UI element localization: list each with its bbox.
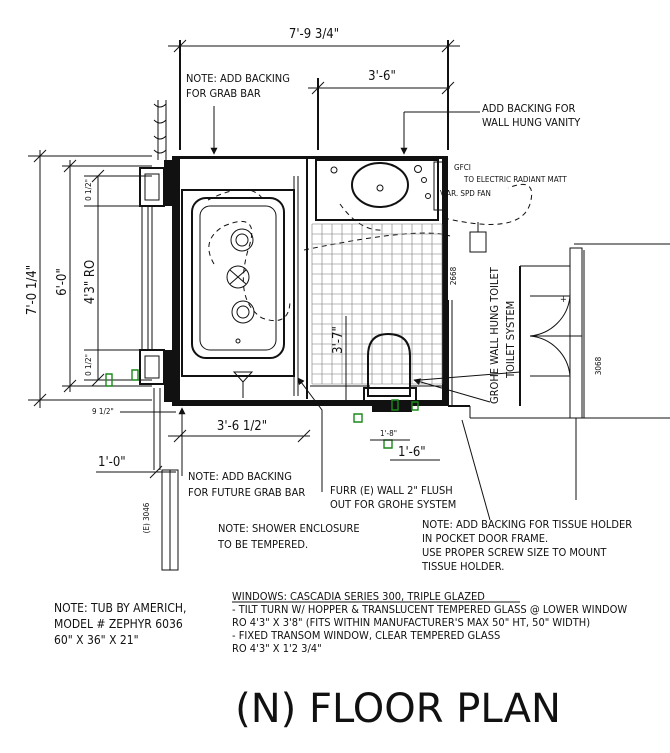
svg-text:FURR (E) WALL 2" FLUSH: FURR (E) WALL 2" FLUSH [330,484,453,497]
door-marker: + [560,295,567,305]
tile-floor [311,223,443,385]
offset-foot-label: 1'-0" [98,455,126,470]
svg-text:NOTE: SHOWER ENCLOSURE: NOTE: SHOWER ENCLOSURE [218,522,360,535]
svg-text:NOTE: ADD BACKING FOR TISSUE H: NOTE: ADD BACKING FOR TISSUE HOLDER [422,518,632,531]
tub-width-label: 3'-6 1/2" [217,419,267,434]
svg-text:ADD BACKING FOR: ADD BACKING FOR [482,102,576,115]
overall-width-label: 7'-9 3/4" [289,27,339,42]
existing-window-bottom: (E) 3046 [142,469,179,571]
leader-lines [178,106,521,492]
svg-text:NOTE: TUB BY AMERICH,: NOTE: TUB BY AMERICH, [54,601,186,615]
note-electrical: GFCI TO ELECTRIC RADIANT MATT V.AR. SPD … [440,163,567,198]
window-ro-label: 4'3" RO [83,260,98,305]
toilet [363,332,417,403]
sill-top-label: 0 1/2" [84,179,93,201]
window-height-label: 6'-0" [55,268,70,296]
svg-text:NOTE: ADD BACKING: NOTE: ADD BACKING [186,72,290,85]
sill-bottom-label: 0 1/2" [84,354,93,376]
note-tissue: NOTE: ADD BACKING FOR TISSUE HOLDER IN P… [421,518,632,573]
note-toilet: GROHE WALL HUNG TOILET TOILET SYSTEM [488,266,517,404]
svg-text:NOTE: ADD BACKING: NOTE: ADD BACKING [188,470,292,483]
note-furr: FURR (E) WALL 2" FLUSH OUT FOR GROHE SYS… [330,484,456,511]
existing-opening-label: (E) 3046 [142,502,151,533]
svg-text:FOR FUTURE GRAB BAR: FOR FUTURE GRAB BAR [188,486,305,499]
svg-text:RO 4'3" X 3'8" (FITS WITHIN: RO 4'3" X 3'8" (FITS WITHIN MANUFACTURER… [232,616,590,629]
vanity-width-label: 3'-6" [368,69,396,84]
dim-overall-width: 7'-9 3/4" [168,27,460,150]
svg-text:TISSUE HOLDER.: TISSUE HOLDER. [421,560,504,573]
svg-text:GROHE WALL HUNG TOILET: GROHE WALL HUNG TOILET [488,266,501,404]
windows-heading: WINDOWS: CASCADIA SERIES 300, TRIPLE GLA… [232,590,485,603]
svg-text:WALL HUNG VANITY: WALL HUNG VANITY [482,116,581,129]
svg-text:USE PROPER SCREW SIZE TO MOUNT: USE PROPER SCREW SIZE TO MOUNT [422,546,607,559]
fan-label: V.AR. SPD FAN [440,189,491,198]
radiant-label: TO ELECTRIC RADIANT MATT [463,175,567,184]
svg-text:60" X 36" X 21": 60" X 36" X 21" [54,633,139,647]
svg-text:MODEL # ZEPHYR 6036: MODEL # ZEPHYR 6036 [54,617,183,631]
svg-text:OUT FOR GROHE SYSTEM: OUT FOR GROHE SYSTEM [330,498,456,511]
note-vanity: ADD BACKING FOR WALL HUNG VANITY [482,102,581,129]
note-future-grab-bar: NOTE: ADD BACKING FOR FUTURE GRAB BAR [188,470,305,499]
svg-text:FOR GRAB BAR: FOR GRAB BAR [186,87,261,100]
svg-text:TO BE TEMPERED.: TO BE TEMPERED. [217,538,308,551]
door-area: 3068 2668 + [447,222,670,521]
tub-note: NOTE: TUB BY AMERICH, MODEL # ZEPHYR 603… [54,601,186,647]
page-title: (N) FLOOR PLAN [235,686,561,732]
pocket-size-label: 2668 [449,266,458,285]
windows-spec: WINDOWS: CASCADIA SERIES 300, TRIPLE GLA… [232,590,627,655]
overall-height-label: 7'-0 1/4" [25,265,40,315]
svg-text:- TILT TURN W/ HOPPER & TRANSL: - TILT TURN W/ HOPPER & TRANSLUCENT TEMP… [232,603,627,616]
dim-vertical-left: 7'-0 1/4" 6'-0" 4'3" RO 0 1/2" 0 1/2" [25,149,152,408]
dim-vanity-width: 3'-6" [308,69,455,150]
door-size-label: 3068 [594,356,603,375]
toilet-depth-label: 3'-7" [331,326,346,354]
svg-text:IN POCKET DOOR FRAME.: IN POCKET DOOR FRAME. [422,532,548,545]
furr-out-wall [310,385,444,449]
offset-small-label: 9 1/2" [92,407,114,416]
vanity [303,159,533,251]
dim-bottom: 3'-6 1/2" 9 1/2" 1'-0" 1'-8" 1'-6" 3'-7" [92,316,440,479]
svg-text:RO 4'3" X 1'2 3/4": RO 4'3" X 1'2 3/4" [232,642,322,655]
svg-text:- FIXED TRANSOM WINDOW, CLEAR: - FIXED TRANSOM WINDOW, CLEAR TEMPERED G… [232,629,500,642]
note-shower: NOTE: SHOWER ENCLOSURE TO BE TEMPERED. [217,522,360,551]
note-grab-bar: NOTE: ADD BACKING FOR GRAB BAR [186,72,290,100]
toilet-center-label: 1'-6" [398,445,426,460]
bathtub [181,176,299,398]
gfci-label: GFCI [454,163,471,172]
toilet-small-label: 1'-8" [380,429,397,438]
svg-text:TOILET SYSTEM: TOILET SYSTEM [504,301,517,379]
